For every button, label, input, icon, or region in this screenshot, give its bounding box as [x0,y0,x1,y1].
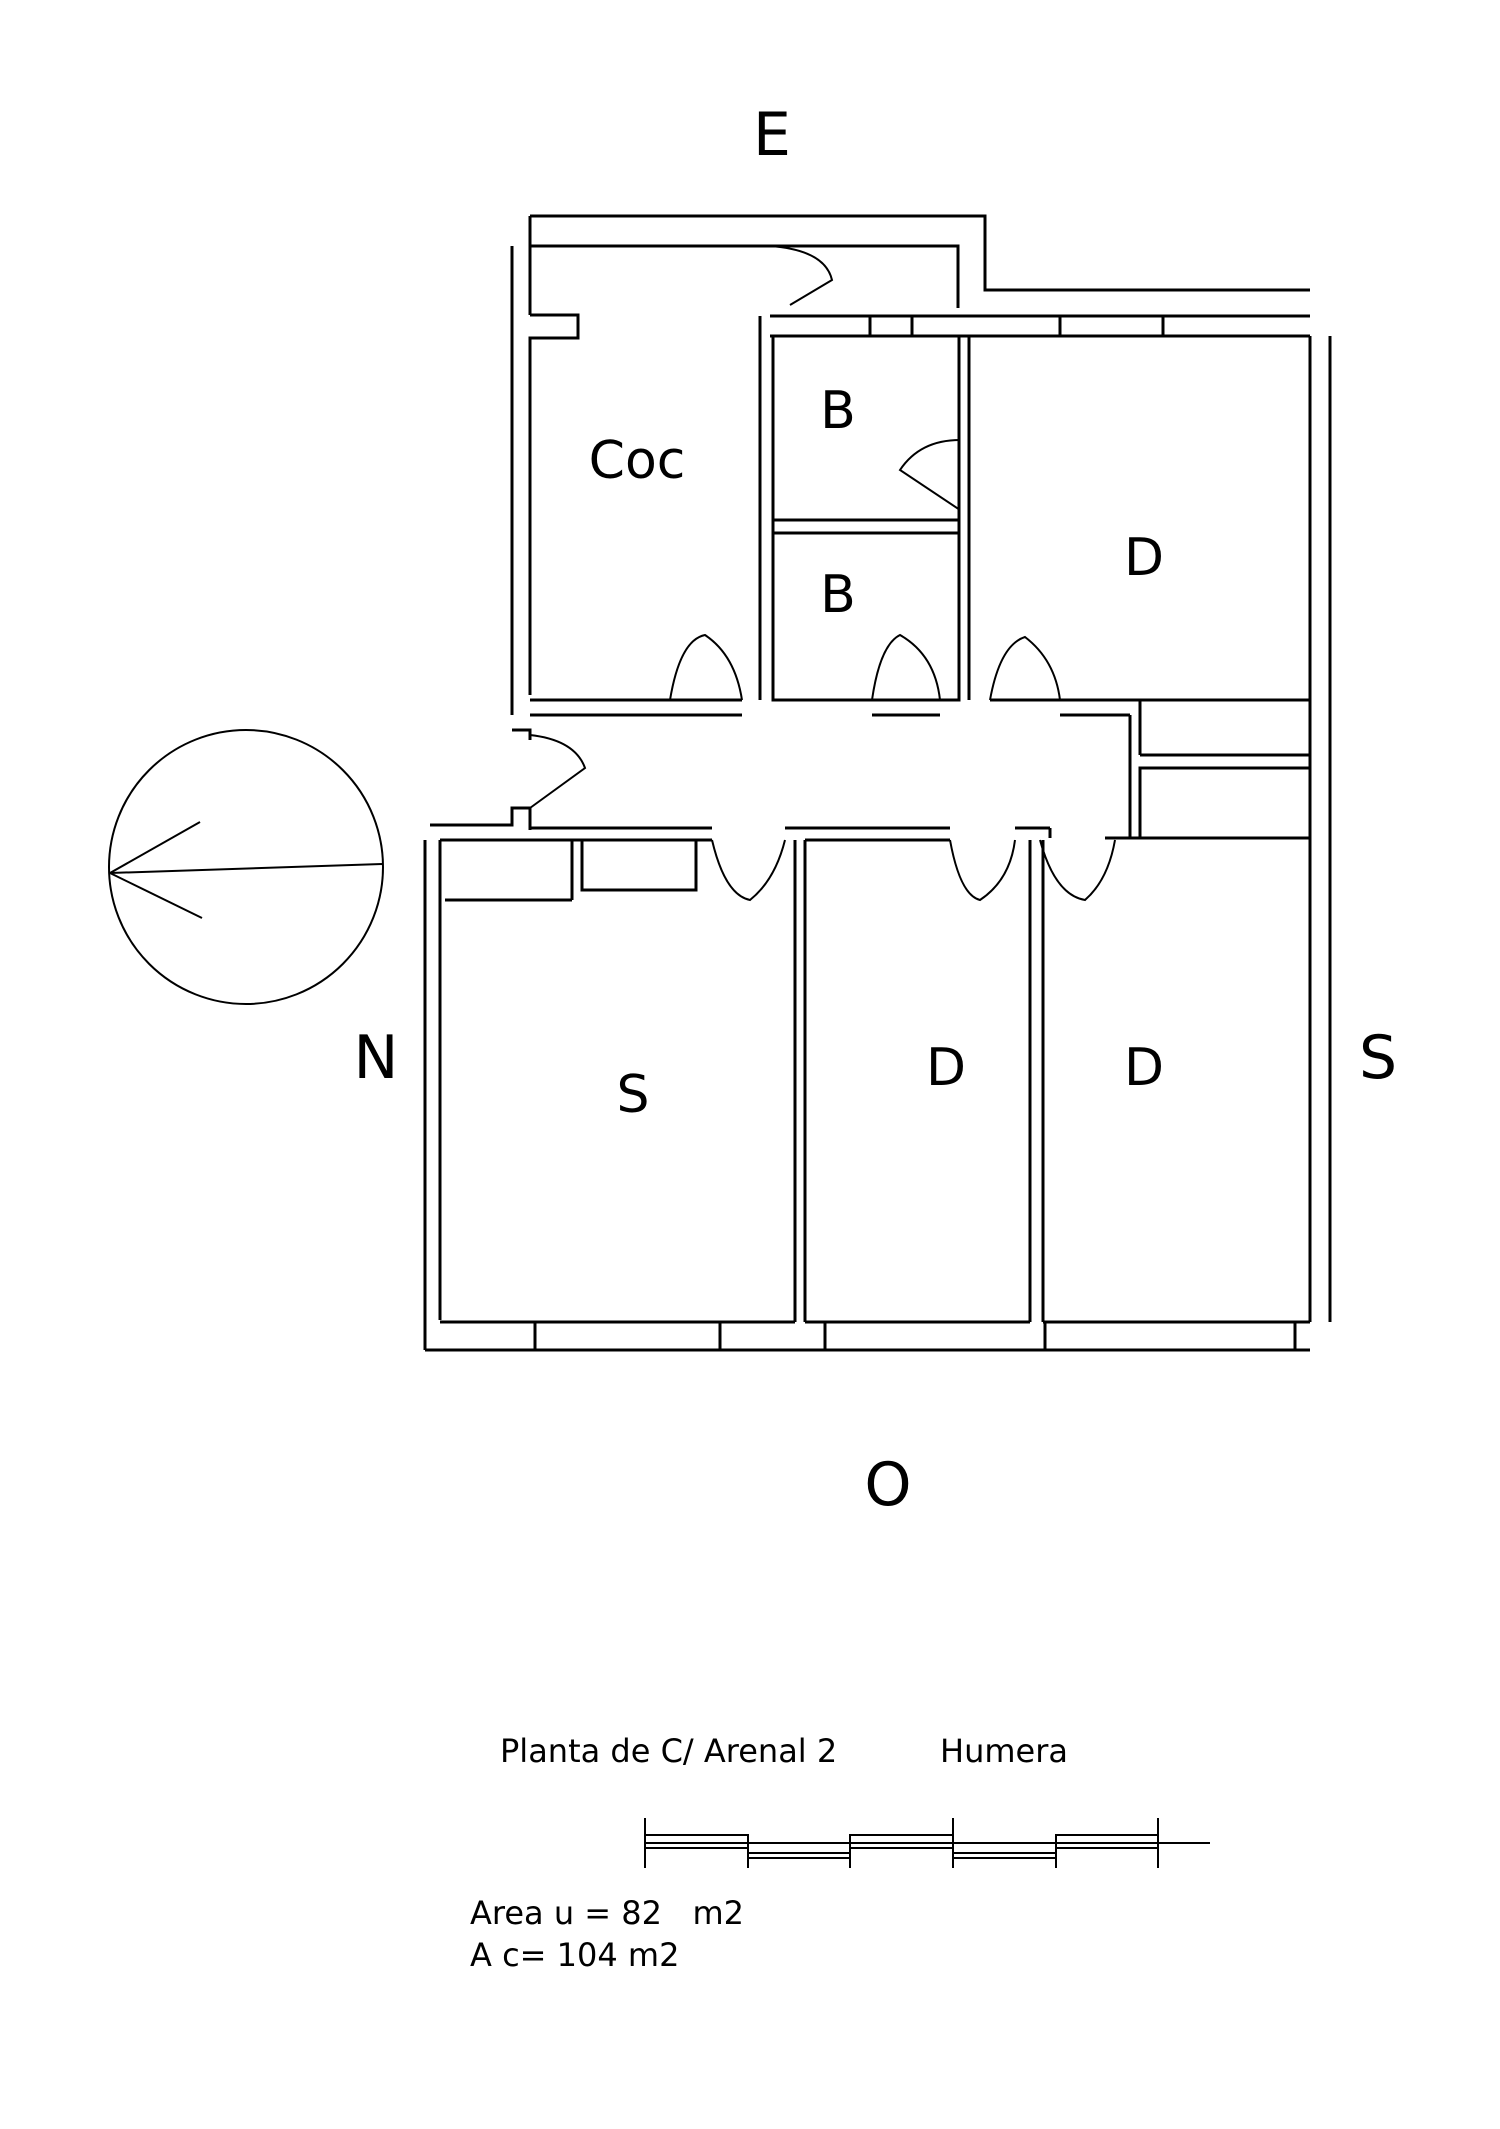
plan-title: Planta de C/ Arenal 2 [500,1732,837,1770]
compass-west-label: O [864,1450,911,1520]
compass-north-label: N [354,1023,399,1093]
compass-east-label: E [753,100,791,170]
room-label-living-room: S [616,1065,649,1125]
north-arrow-icon [108,729,384,1005]
room-label-bedroom-middle: D [926,1038,966,1098]
walls [423,214,1332,1352]
room-label-bedroom-right: D [1124,1038,1164,1098]
plan-place: Humera [940,1732,1068,1770]
scale-bar [644,1818,1210,1868]
area-built: A c= 104 m2 [470,1936,679,1974]
compass-south-label: S [1359,1023,1397,1093]
room-label-bath-upper: B [820,381,856,441]
area-useful: Area u = 82 m2 [470,1894,744,1932]
room-label-bath-lower: B [820,565,856,625]
room-label-bedroom-top-right: D [1124,528,1164,588]
room-label-kitchen: Coc [589,431,686,491]
door-swings [529,245,1116,902]
